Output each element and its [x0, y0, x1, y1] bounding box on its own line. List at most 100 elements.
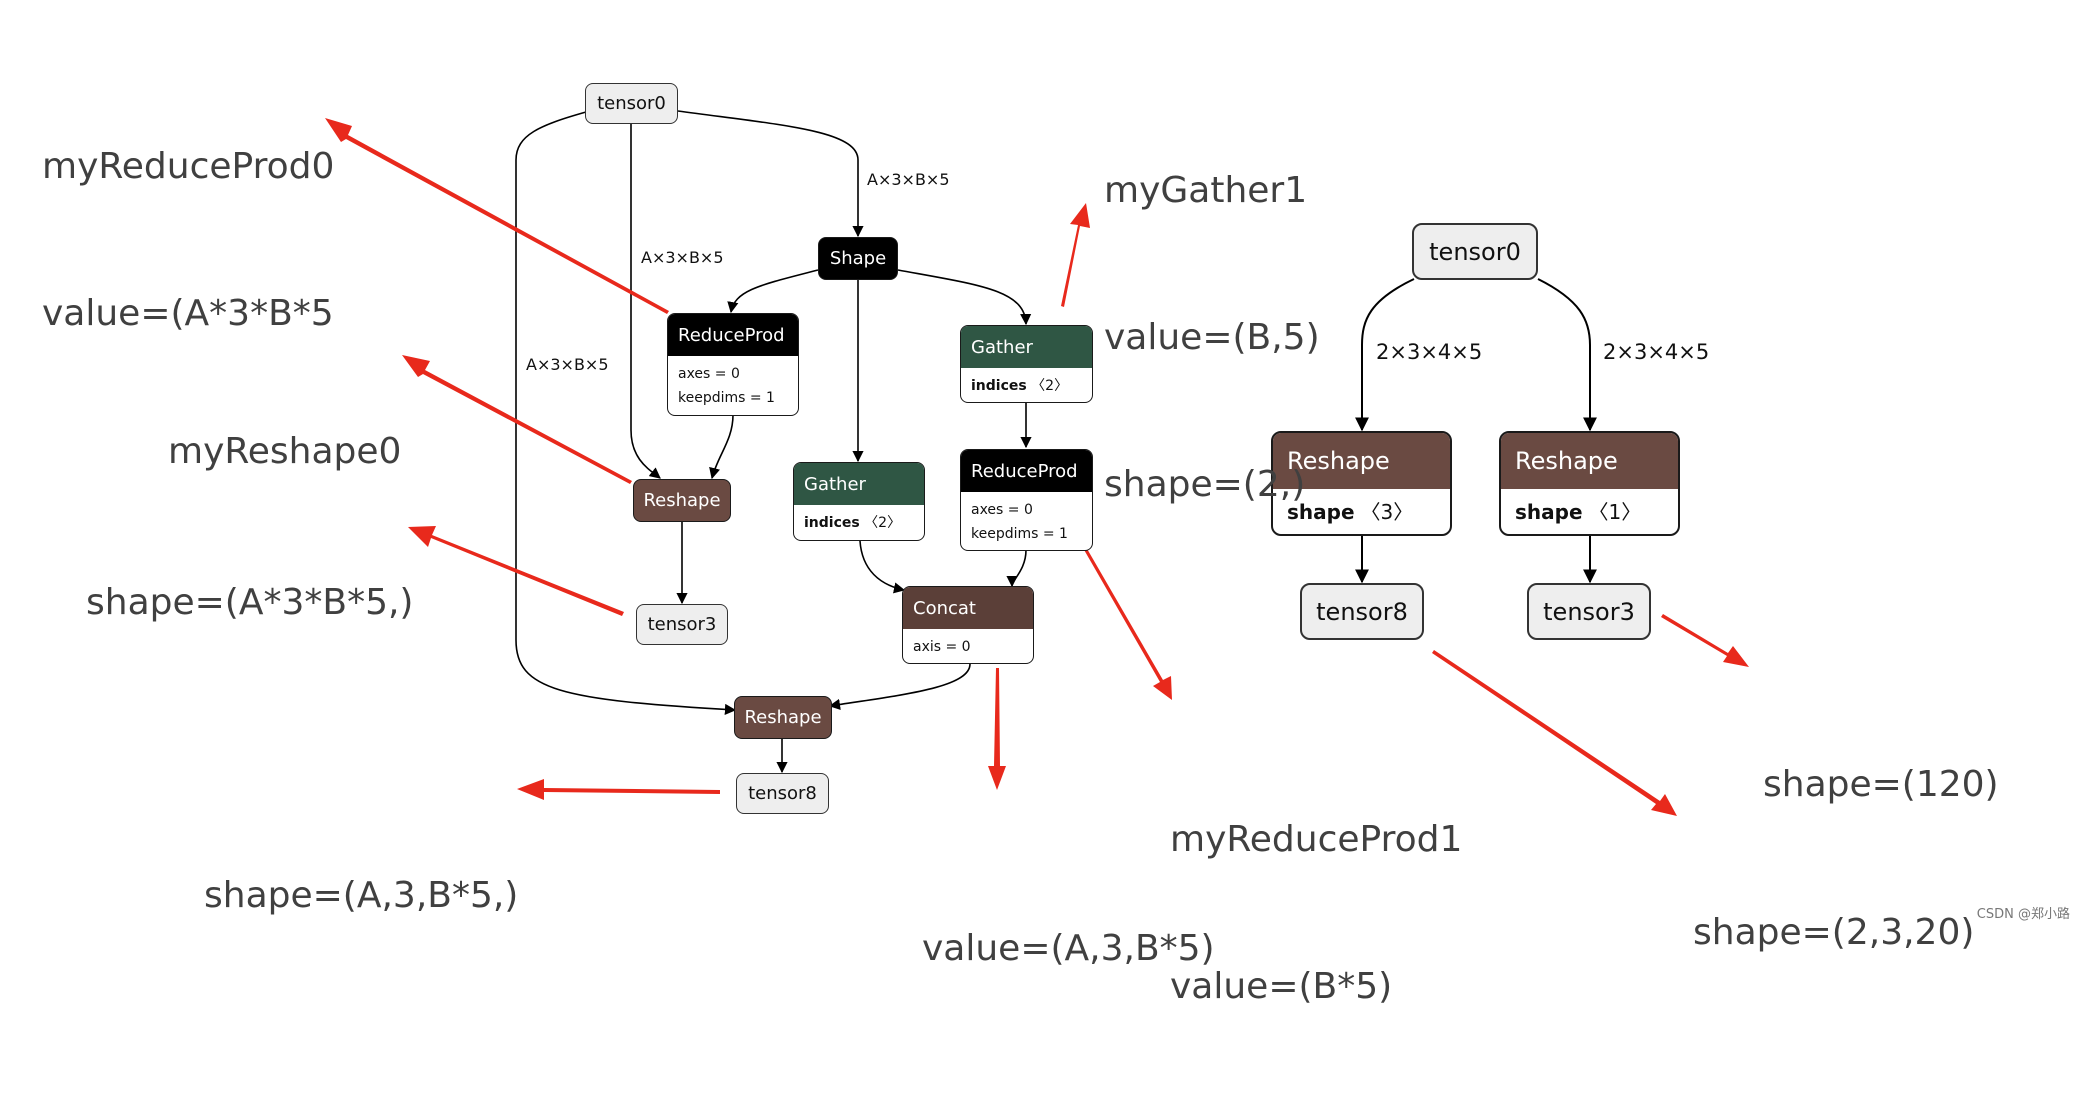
tensor3-node[interactable]: tensor3	[636, 604, 728, 645]
reduceprod1-keepdims: keepdims = 1	[971, 526, 1068, 542]
r-tensor0-label: tensor0	[1429, 237, 1521, 266]
annotation-tensor3-right: shape=(120)	[1763, 662, 1999, 907]
r-reshape-left-attrs: shape 〈3〉	[1273, 489, 1450, 534]
r-reshape-right-header: Reshape	[1501, 433, 1678, 489]
edge-r-tensor0-reshape-left	[1355, 278, 1415, 432]
gather-a-attr-val: 〈2〉	[864, 515, 902, 531]
r-reshape-left-node[interactable]: Reshape shape 〈3〉	[1271, 431, 1452, 536]
r-reshape-left-title: Reshape	[1287, 447, 1390, 475]
reshape-top-label: Reshape	[643, 490, 721, 511]
gather-b-title: Gather	[971, 336, 1033, 358]
edge-gather-a-concat	[859, 540, 906, 594]
concat-node[interactable]: Concat axis = 0	[902, 586, 1034, 664]
edge-tensor0-reshape-bottom	[515, 111, 737, 716]
concat-title: Concat	[913, 597, 976, 619]
reduceprod0-title: ReduceProd	[678, 324, 785, 346]
red-arrow-reshape0	[402, 355, 632, 484]
edges-layer	[325, 110, 1749, 816]
annotation-reduceprod1: myReduceProd1 value=(B*5)	[1170, 717, 1462, 1109]
reduceprod1-node[interactable]: ReduceProd axes = 0 keepdims = 1	[960, 449, 1093, 551]
edge-tensor0-reshape	[630, 122, 661, 479]
edge-reduceprod1-concat	[1006, 549, 1027, 588]
r-reshape-right-attrs: shape 〈1〉	[1501, 489, 1678, 534]
reshape-node-top[interactable]: Reshape	[633, 479, 731, 522]
edge-concat-reshape-bottom	[828, 663, 971, 710]
tensor0-label: tensor0	[597, 93, 666, 114]
r-reshape-right-attr-name: shape	[1515, 500, 1583, 524]
reduceprod1-axes: axes = 0	[971, 502, 1033, 518]
tensor8-label: tensor8	[748, 783, 817, 804]
annotation-tensor3-left: shape=(A*3*B*5,)	[86, 480, 413, 725]
red-arrow-tensor3-right	[1661, 614, 1749, 667]
reshape-node-bottom[interactable]: Reshape	[734, 696, 832, 739]
reduceprod1-title: ReduceProd	[971, 460, 1078, 482]
annotation-gather1-name: myGather1	[1104, 170, 1308, 211]
annotation-reshape0: myReshape0	[168, 329, 401, 574]
annotation-reduceprod0: myReduceProd0 value=(A*3*B*5	[42, 44, 334, 436]
r-tensor0-node[interactable]: tensor0	[1412, 223, 1538, 280]
concat-attrs: axis = 0	[903, 629, 1033, 663]
annotation-gather1-shape: shape=(2,)	[1104, 464, 1306, 505]
gather-a-header: Gather	[794, 463, 924, 505]
gather-b-header: Gather	[961, 326, 1092, 368]
annotation-gather1-value: value=(B,5)	[1104, 317, 1320, 358]
annotation-reshape0-shape: shape=(A*3*B*5,)	[86, 582, 414, 623]
r-reshape-right-title: Reshape	[1515, 447, 1618, 475]
r-reshape-left-attr-name: shape	[1287, 500, 1355, 524]
annotation-reshape0-name: myReshape0	[168, 431, 402, 472]
edge-shape-gather-b	[897, 269, 1032, 326]
edge-reduceprod0-reshape	[709, 414, 734, 480]
gather-a-title: Gather	[804, 473, 866, 495]
watermark: CSDN @郑小路	[1976, 907, 2070, 922]
edge-tensor0-shape	[677, 110, 864, 238]
tensor3-label: tensor3	[647, 614, 717, 635]
red-arrow-concat	[988, 668, 1006, 790]
r-tensor3-node[interactable]: tensor3	[1527, 583, 1651, 640]
gather-b-node[interactable]: Gather indices 〈2〉	[960, 325, 1093, 403]
r-reshape-left-attr-val: 〈3〉	[1360, 500, 1414, 524]
annotation-tensor3-shape-right: shape=(120)	[1763, 764, 1999, 805]
red-arrow-gather1	[1061, 203, 1090, 307]
annotation-reduceprod1-name: myReduceProd1	[1170, 819, 1463, 860]
annotation-tensor8-left: shape=(A,3,B*5,)	[204, 773, 518, 1018]
red-arrow-tensor8-left	[517, 779, 720, 800]
gather-a-node[interactable]: Gather indices 〈2〉	[793, 462, 925, 541]
r-tensor3-label: tensor3	[1543, 597, 1635, 626]
reshape-bottom-label: Reshape	[744, 707, 822, 728]
red-arrow-reduceprod0	[325, 118, 669, 314]
gather-b-attr-name: indices	[971, 378, 1027, 394]
r-reshape-right-node[interactable]: Reshape shape 〈1〉	[1499, 431, 1680, 536]
reduceprod0-attrs: axes = 0 keepdims = 1	[668, 356, 798, 415]
concat-header: Concat	[903, 587, 1033, 629]
red-arrow-tensor8-right	[1432, 650, 1677, 816]
r-tensor8-node[interactable]: tensor8	[1300, 583, 1424, 640]
shape-node[interactable]: Shape	[818, 237, 898, 280]
edge-shape-reduceprod0	[727, 269, 819, 314]
tensor8-node[interactable]: tensor8	[736, 773, 829, 814]
reduceprod0-keepdims: keepdims = 1	[678, 390, 775, 406]
reduceprod0-node[interactable]: ReduceProd axes = 0 keepdims = 1	[667, 313, 799, 416]
annotation-tensor8-shape-left: shape=(A,3,B*5,)	[204, 875, 519, 916]
edge-label-reshape: A×3×B×5	[641, 248, 724, 267]
reduceprod1-attrs: axes = 0 keepdims = 1	[961, 492, 1092, 550]
r-tensor8-label: tensor8	[1316, 597, 1408, 626]
red-arrow-tensor3-left	[408, 526, 624, 616]
gather-a-attrs: indices 〈2〉	[794, 505, 924, 540]
red-arrow-reduceprod1	[1083, 547, 1172, 700]
concat-axis: axis = 0	[913, 639, 971, 655]
diagram-canvas: tensor0 Shape ReduceProd axes = 0 keepdi…	[42, 44, 2070, 1007]
r-reshape-right-attr-val: 〈1〉	[1588, 500, 1642, 524]
annotation-reduceprod1-value: value=(B*5)	[1170, 966, 1393, 1007]
annotation-tensor8-shape-right: shape=(2,3,20)	[1693, 912, 1975, 953]
annotation-tensor8-right: shape=(2,3,20)	[1693, 810, 1974, 1055]
edge-label-shape: A×3×B×5	[867, 170, 950, 189]
annotation-reduceprod0-value: value=(A*3*B*5	[42, 293, 334, 334]
annotation-gather1: myGather1 value=(B,5) shape=(2,)	[1104, 68, 1320, 607]
reduceprod0-header: ReduceProd	[668, 314, 798, 356]
shape-label: Shape	[829, 248, 887, 269]
annotation-reduceprod0-name: myReduceProd0	[42, 146, 335, 187]
tensor0-node[interactable]: tensor0	[585, 83, 678, 124]
gather-a-attr-name: indices	[804, 515, 860, 531]
r-reshape-left-header: Reshape	[1273, 433, 1450, 489]
r-edge-label-right: 2×3×4×5	[1603, 340, 1710, 364]
